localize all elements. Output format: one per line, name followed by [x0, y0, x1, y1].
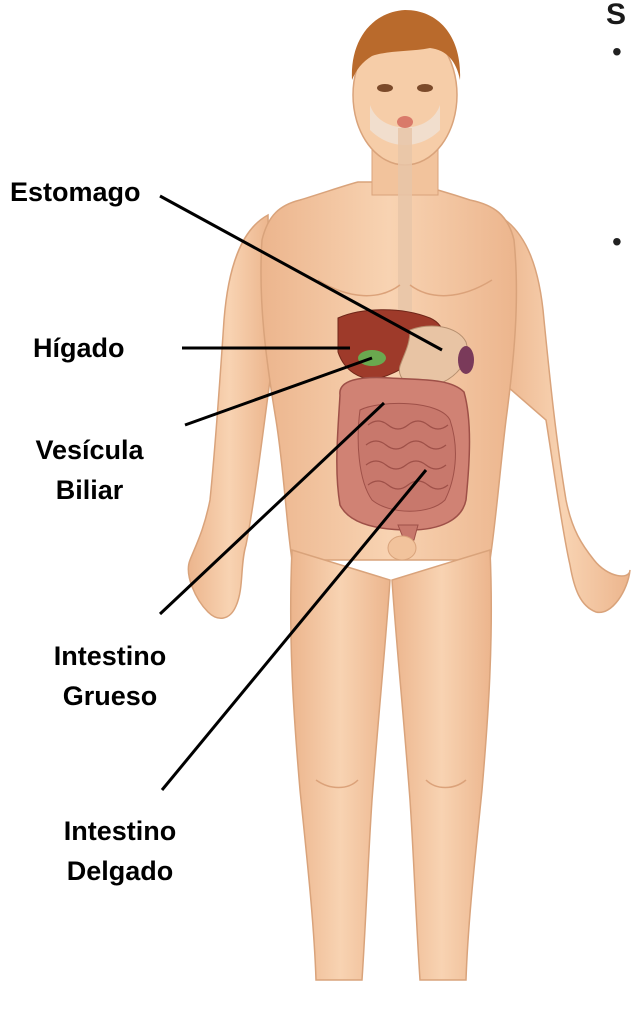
label-vesicula-biliar: Vesícula Biliar	[22, 430, 157, 510]
label-delgado-line1: Intestino	[48, 811, 192, 851]
label-higado: Hígado	[33, 328, 125, 368]
side-panel-bullet: •	[612, 38, 622, 66]
right-leg	[392, 550, 491, 980]
left-arm	[188, 215, 270, 618]
label-intestino-delgado: Intestino Delgado	[48, 811, 192, 891]
label-intestino-grueso: Intestino Grueso	[38, 636, 182, 716]
label-estomago: Estomago	[10, 172, 141, 212]
side-panel-bullet: •	[612, 228, 622, 256]
label-vesicula-line1: Vesícula	[22, 430, 157, 470]
side-panel-heading-fragment: S	[606, 0, 626, 32]
label-grueso-line1: Intestino	[38, 636, 182, 676]
label-grueso-line2: Grueso	[38, 676, 182, 716]
label-estomago-text: Estomago	[10, 172, 141, 212]
label-vesicula-line2: Biliar	[22, 470, 157, 510]
label-delgado-line2: Delgado	[48, 851, 192, 891]
label-higado-text: Hígado	[33, 328, 125, 368]
right-arm	[498, 215, 630, 612]
